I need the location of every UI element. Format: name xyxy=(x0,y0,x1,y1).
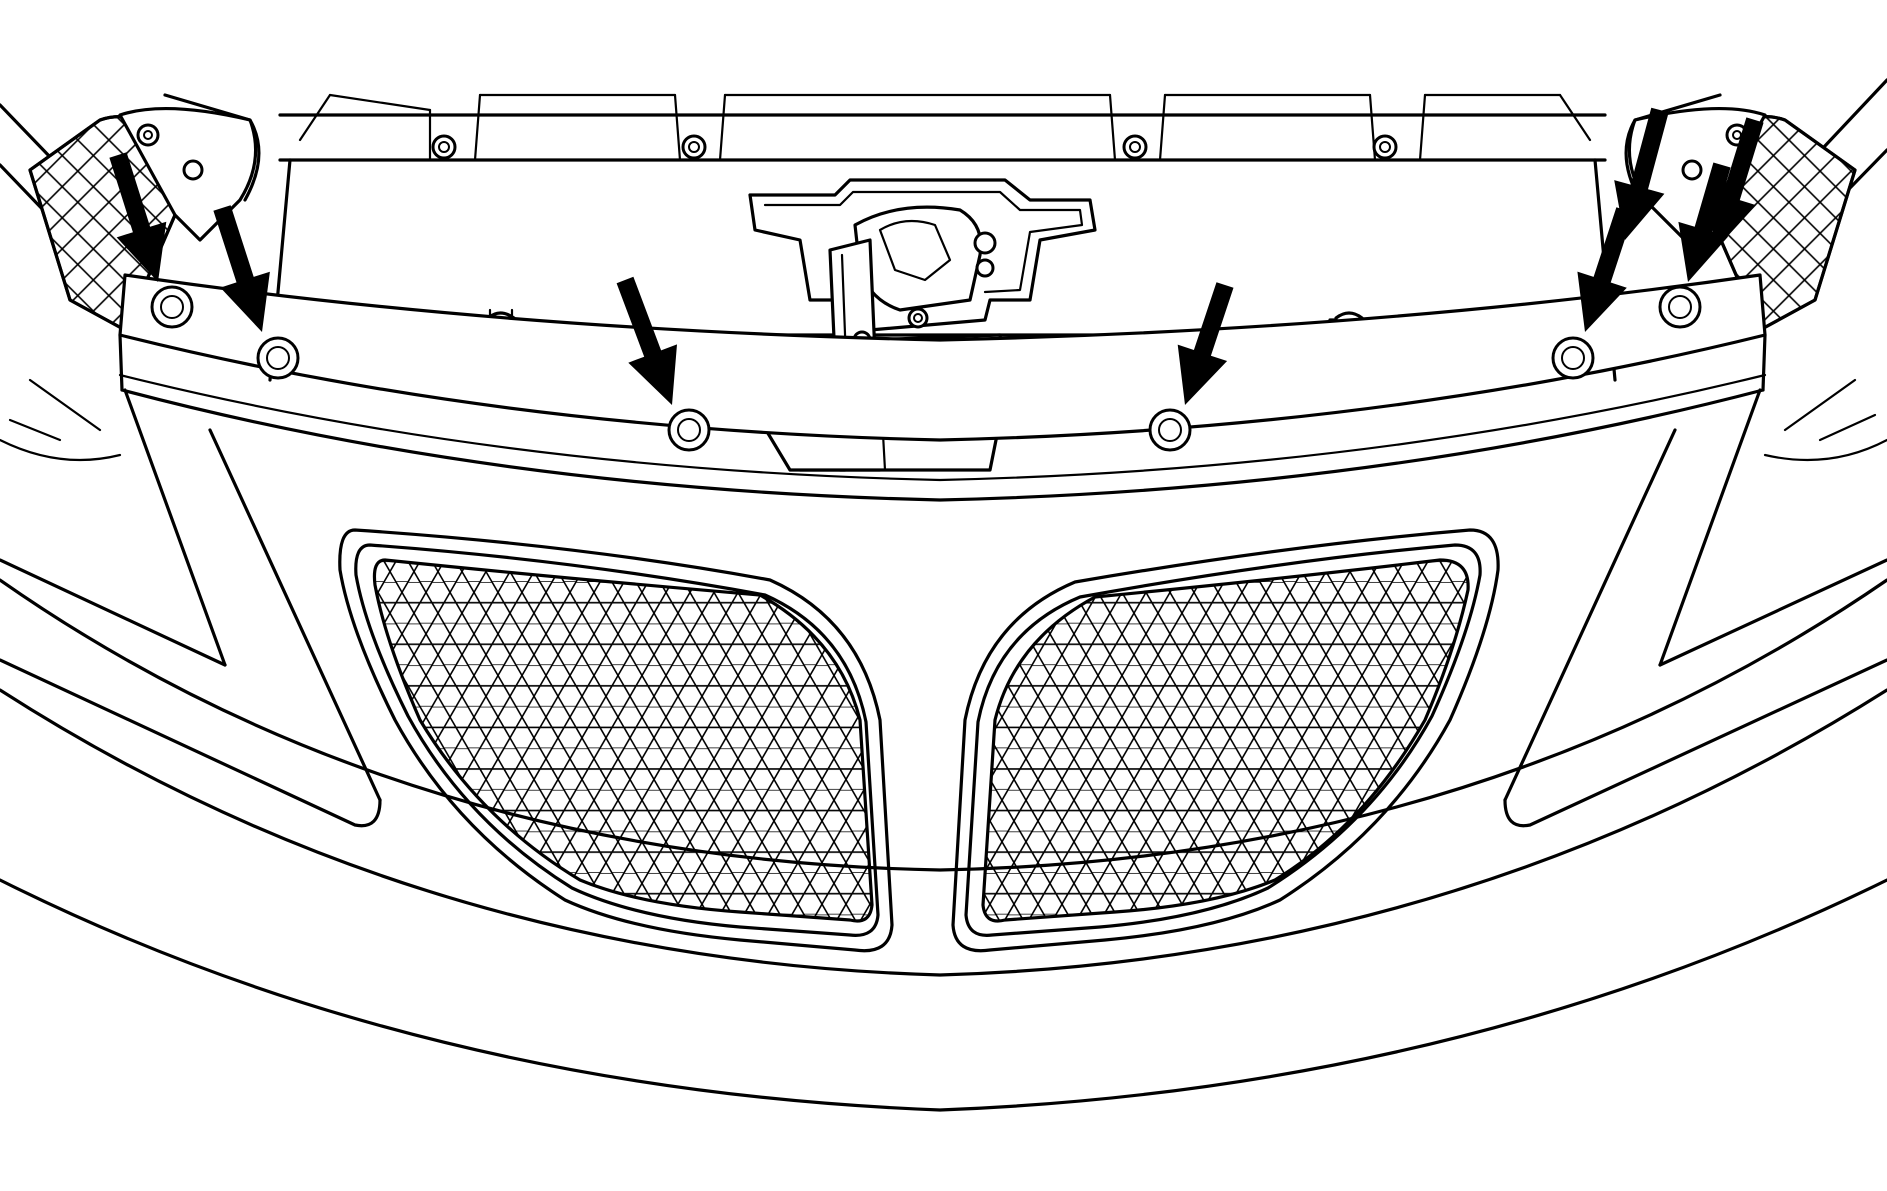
fastener-4 xyxy=(1148,408,1192,452)
headlamp-outlines xyxy=(0,378,1887,462)
grille-opening-right xyxy=(951,528,1500,953)
fascia-side-returns xyxy=(0,388,1887,828)
callout-arrow-1 xyxy=(109,152,167,282)
callout-arrow-5 xyxy=(1577,207,1634,332)
callout-arrow-7 xyxy=(1706,117,1764,251)
fastener-6 xyxy=(1658,285,1702,329)
grille-opening-left xyxy=(338,528,894,953)
tie-bar-nut xyxy=(681,134,707,160)
fastener-1 xyxy=(150,285,194,329)
fastener-3 xyxy=(667,408,711,452)
fastener-2 xyxy=(256,336,300,380)
callout-arrow-3 xyxy=(616,276,677,405)
fastener-5 xyxy=(1551,336,1595,380)
callout-arrow-6 xyxy=(1678,162,1731,282)
tie-bar-nut xyxy=(431,134,457,160)
callout-arrow-4 xyxy=(1177,282,1234,405)
callout-arrows xyxy=(109,107,1764,405)
outer-bumper-lines xyxy=(0,78,1887,1112)
tie-bar-nut xyxy=(1122,134,1148,160)
callout-arrow-2 xyxy=(213,205,270,332)
fascia-fasteners xyxy=(150,285,1702,452)
callout-arrow-8 xyxy=(1614,107,1669,240)
tie-bar-nut xyxy=(1372,134,1398,160)
